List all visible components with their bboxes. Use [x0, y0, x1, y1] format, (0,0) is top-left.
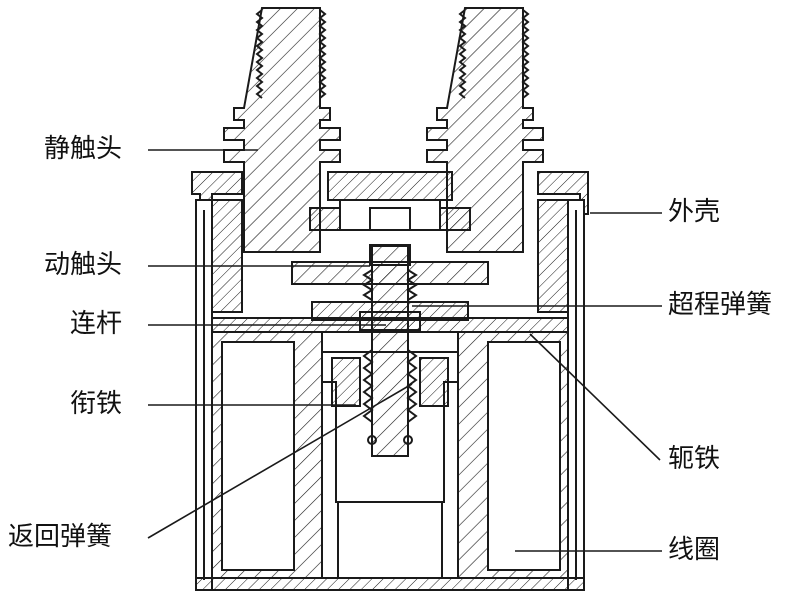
label-static-contact: 静触头: [44, 134, 123, 164]
label-connecting-rod: 连杆: [70, 309, 123, 339]
label-armature: 衔铁: [70, 389, 123, 419]
housing-shell: [191, 171, 589, 591]
label-housing: 外壳: [668, 197, 721, 227]
static-contact-left: [223, 7, 341, 253]
overtravel-spring: [362, 269, 418, 301]
connecting-rod: [371, 245, 409, 457]
label-overtravel-spring: 超程弹簧: [668, 290, 773, 320]
label-coil: 线圈: [668, 535, 721, 565]
label-return-spring: 返回弹簧: [8, 522, 113, 552]
static-contact-right: [426, 7, 544, 253]
label-yoke: 轭铁: [668, 444, 721, 474]
label-moving-contact: 动触头: [44, 250, 123, 280]
top-cap: [327, 171, 453, 201]
